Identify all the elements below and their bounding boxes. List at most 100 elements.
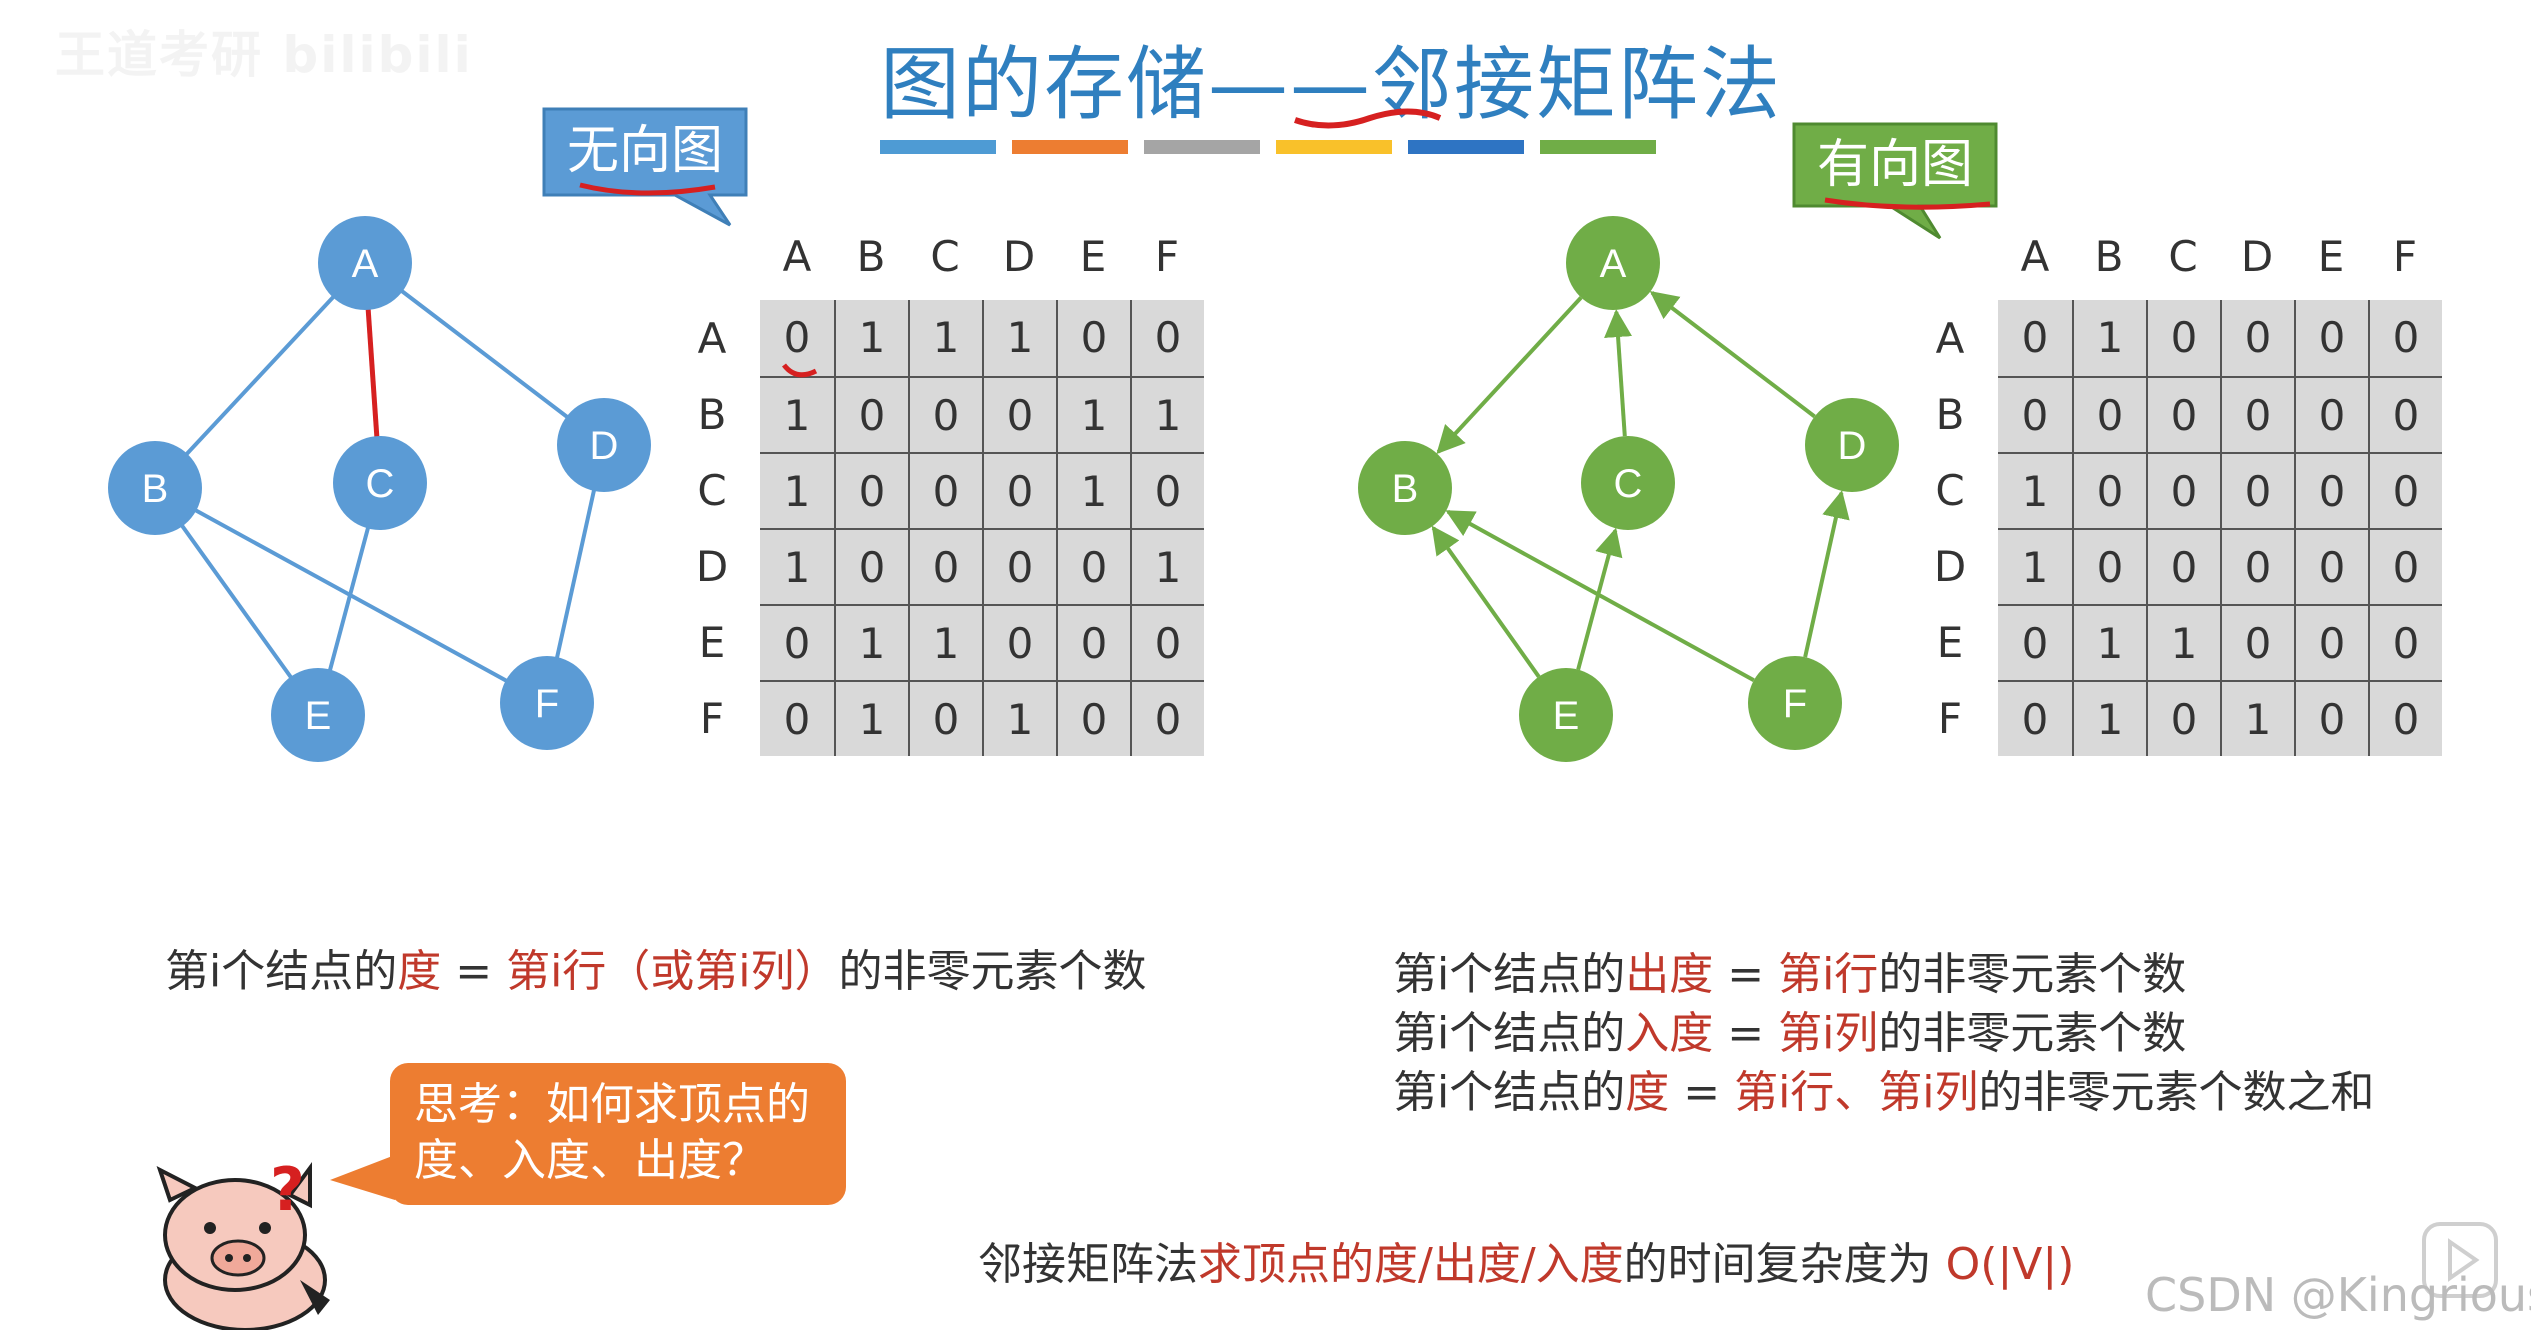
- text-segment: 第i个结点的: [1393, 949, 1626, 1000]
- matrix-col-label: A: [2020, 232, 2050, 281]
- matrix-cell: 0: [760, 680, 834, 756]
- matrix-cell: 0: [2146, 376, 2220, 452]
- node-D: [1805, 398, 1899, 492]
- node-label-F: F: [1783, 682, 1807, 726]
- matrix-cell: 1: [1130, 376, 1204, 452]
- matrix-cell: 0: [1130, 300, 1204, 376]
- matrix-col-label: B: [856, 232, 886, 281]
- matrix-col-label: D: [1002, 232, 1036, 281]
- cell-red-mark: [782, 363, 818, 378]
- play-icon[interactable]: [2420, 1220, 2500, 1300]
- node-B: [108, 441, 202, 535]
- node-label-C: C: [1614, 462, 1643, 506]
- arc-C-A: [1604, 309, 1633, 437]
- title-color-segment: [1012, 140, 1128, 154]
- csdn-watermark: CSDN @Kingrious: [2145, 1268, 2531, 1322]
- matrix-cell: 1: [1056, 376, 1130, 452]
- matrix-cell: 1: [982, 680, 1056, 756]
- matrix-cell: 0: [1998, 680, 2072, 756]
- directed-label: 有向图: [1816, 135, 1973, 195]
- matrix-cell: 1: [982, 300, 1056, 376]
- directed-callout-shape: [1792, 122, 1998, 240]
- matrix-cell: 0: [760, 604, 834, 680]
- matrix-row-label: D: [695, 542, 729, 591]
- node-C: [1581, 436, 1675, 530]
- matrix-row-label: B: [1935, 390, 1965, 439]
- node-B: [1358, 441, 1452, 535]
- matrix-row-label: B: [697, 390, 727, 439]
- text-segment: 求顶点的度/出度/入度: [1198, 1239, 1624, 1290]
- think-bubble-tail: [330, 1155, 395, 1200]
- node-A: [1566, 216, 1660, 310]
- node-D: [557, 398, 651, 492]
- matrix-cell: 0: [2220, 452, 2294, 528]
- matrix-col-label: F: [1154, 232, 1180, 281]
- matrix-cell: 0: [982, 376, 1056, 452]
- node-F: [500, 656, 594, 750]
- matrix-row-label: A: [697, 314, 727, 363]
- matrix-row-label: C: [1935, 466, 1965, 515]
- matrix-cell: 0: [834, 452, 908, 528]
- undirected-label: 无向图: [566, 121, 723, 181]
- matrix-cell: 0: [1056, 528, 1130, 604]
- matrix-cell: 0: [2072, 452, 2146, 528]
- think-bubble: 思考：如何求顶点的度、入度、出度？: [390, 1063, 846, 1205]
- matrix-col-label: C: [2168, 232, 2198, 281]
- matrix-cell: 0: [2220, 300, 2294, 376]
- matrix-cell: 0: [2072, 528, 2146, 604]
- matrix-cell: 0: [1130, 680, 1204, 756]
- matrix-cell: 1: [1130, 528, 1204, 604]
- matrix-cell: 1: [908, 300, 982, 376]
- text-segment: 第i个结点的: [165, 946, 398, 997]
- text-segment: 的非零元素个数: [1878, 1008, 2187, 1059]
- matrix-row-label: F: [699, 694, 725, 743]
- matrix-cell: 0: [2368, 300, 2442, 376]
- matrix-col-label: E: [2317, 232, 2345, 281]
- matrix-col-label: D: [2240, 232, 2274, 281]
- matrix-cell: 0: [1056, 604, 1130, 680]
- matrix-cell: 0: [1998, 300, 2072, 376]
- text-segment: 第i个结点的: [1393, 1067, 1626, 1118]
- undirected-callout-shape: [542, 107, 748, 227]
- matrix-cell: 1: [1998, 452, 2072, 528]
- undirected-degree-text: 第i个结点的度 = 第i行（或第i列）的非零元素个数: [165, 935, 1147, 999]
- matrix-cell: 1: [834, 680, 908, 756]
- pig-question-mark: ?: [270, 1155, 305, 1225]
- node-label-A: A: [1600, 242, 1627, 286]
- matrix-cell: 0: [2220, 604, 2294, 680]
- arc-D-A: [1649, 290, 1816, 419]
- text-segment: 入度: [1625, 1008, 1714, 1059]
- matrix-cell: 0: [834, 528, 908, 604]
- node-C: [333, 436, 427, 530]
- node-A: [318, 216, 412, 310]
- text-segment: 度: [1625, 1067, 1670, 1118]
- degree-sum-text: 第i个结点的度 = 第i行、第i列的非零元素个数之和: [1393, 1056, 2375, 1120]
- matrix-cell: 1: [908, 604, 982, 680]
- matrix-cell: 0: [2294, 680, 2368, 756]
- matrix-cell: 0: [908, 376, 982, 452]
- text-segment: 出度: [1625, 949, 1714, 1000]
- page-title: 图的存储——邻接矩阵法: [880, 38, 1782, 131]
- node-label-B: B: [142, 467, 169, 511]
- matrix-cell: 0: [2368, 452, 2442, 528]
- matrix-cell: 0: [2368, 680, 2442, 756]
- complexity-text: 邻接矩阵法求顶点的度/出度/入度的时间复杂度为 O(|V|): [978, 1228, 2074, 1292]
- matrix-cell: 0: [2072, 376, 2146, 452]
- arc-E-B: [1431, 525, 1541, 678]
- watermark: 王道考研 bilibili: [55, 26, 473, 84]
- matrix-cell: 1: [2072, 300, 2146, 376]
- node-label-D: D: [1838, 424, 1867, 468]
- matrix-row-label: E: [1936, 618, 1964, 667]
- matrix-cell: 0: [1056, 300, 1130, 376]
- node-label-D: D: [590, 424, 619, 468]
- matrix-cell: 1: [2146, 604, 2220, 680]
- text-segment: 第i行: [1778, 949, 1879, 1000]
- node-label-E: E: [1553, 694, 1580, 738]
- matrix-cell: 1: [1998, 528, 2072, 604]
- text-segment: 度: [397, 946, 442, 997]
- matrix-cell: 0: [2368, 376, 2442, 452]
- matrix-col-label: A: [782, 232, 812, 281]
- title-color-segment: [1276, 140, 1392, 154]
- title-color-segment: [1408, 140, 1524, 154]
- node-E: [1519, 668, 1613, 762]
